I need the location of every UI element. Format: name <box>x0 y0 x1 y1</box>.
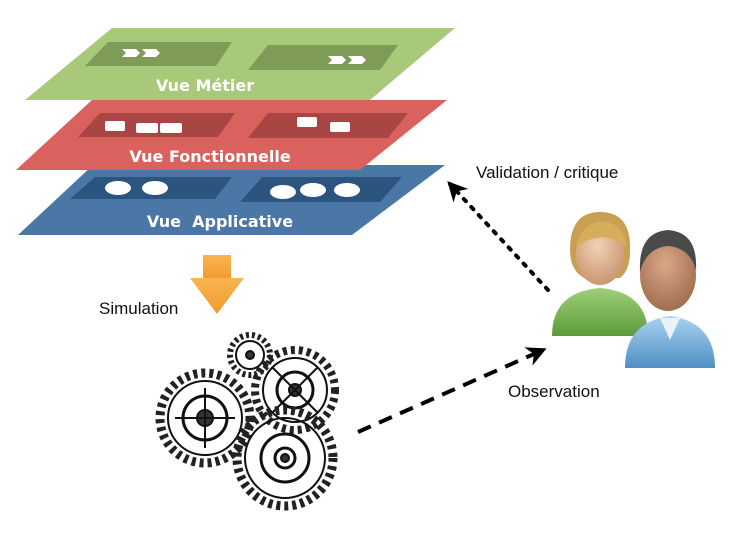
business-process-chevrons <box>122 49 366 64</box>
layer-fonctionnelle-pad-right <box>248 113 408 138</box>
validation-connector <box>447 181 550 292</box>
function-block <box>136 123 158 133</box>
users-icon <box>552 212 715 368</box>
observation-connector <box>357 347 547 434</box>
layer-label-metier: Vue Métier <box>156 76 254 95</box>
function-block <box>105 121 125 131</box>
validation-label: Validation / critique <box>476 163 618 182</box>
user-man <box>625 230 715 368</box>
app-component <box>142 181 168 195</box>
function-block <box>297 117 317 127</box>
user-woman <box>552 212 648 336</box>
simulation-label: Simulation <box>99 299 178 318</box>
layer-metier-pad-right <box>248 45 398 70</box>
function-block <box>160 123 182 133</box>
app-component <box>300 183 326 197</box>
layer-label-fonctionnelle: Vue Fonctionnelle <box>129 147 291 166</box>
app-component <box>334 183 360 197</box>
layer-label-applicative: Vue Applicative <box>147 212 293 231</box>
function-block <box>330 122 350 132</box>
layer-metier: Vue Métier <box>25 28 455 100</box>
app-component <box>105 181 131 195</box>
observation-label: Observation <box>508 382 600 401</box>
app-component <box>270 185 296 199</box>
layer-fonctionnelle: Vue Fonctionnelle <box>16 100 447 170</box>
down-arrow-icon <box>190 255 244 314</box>
gears-icon <box>155 332 339 511</box>
layer-applicative: Vue Applicative <box>18 165 445 235</box>
